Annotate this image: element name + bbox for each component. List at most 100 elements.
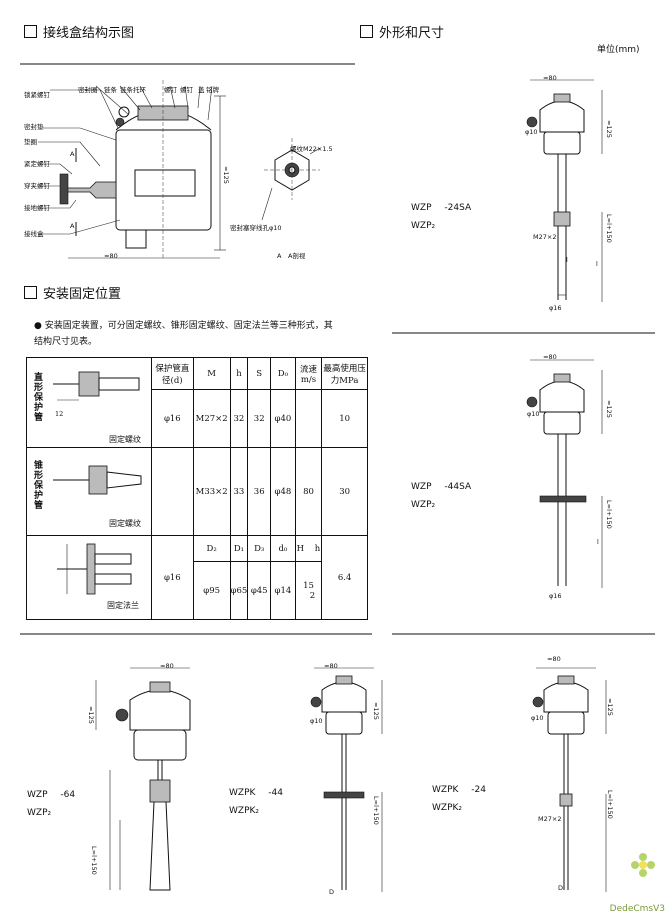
row1-speed xyxy=(294,389,323,448)
model-wzpk44: WZPK -44 WZPK₂ xyxy=(229,788,283,816)
row1-s: 32 xyxy=(247,389,272,448)
flange-h: 2 xyxy=(309,590,316,601)
dim-125-c: ≈125 xyxy=(87,706,95,724)
thermometer-24sa-drawing xyxy=(526,79,603,302)
flange-d0: φ14 xyxy=(270,561,296,620)
header-d0: D₀ xyxy=(270,357,296,390)
dim-phi16-a: φ16 xyxy=(549,304,562,312)
row1-d0: φ40 xyxy=(270,389,296,448)
watermark-logo: DedeCmsV3 xyxy=(609,853,665,914)
header-d0-flange: d₀ xyxy=(270,535,296,562)
model-44sa-suffix: -44SA xyxy=(444,482,472,492)
label-a-bottom: A xyxy=(70,222,75,230)
model-wzpk24-line2: WZPK₂ xyxy=(432,803,463,813)
model-64-line1: WZP xyxy=(27,790,48,800)
install-note: ● 安装固定装置，可分固定螺纹、锥形固定螺纹、固定法兰等三种形式，其结构尺寸见表… xyxy=(34,321,333,347)
row1-d: φ16 xyxy=(150,389,194,448)
model-24sa: WZP -24SA WZP₂ xyxy=(411,203,471,231)
model-64-line2: WZP₂ xyxy=(27,808,52,818)
label-seal-ring: 密封圈 xyxy=(78,86,98,94)
dim-125-a: ≈125 xyxy=(605,120,613,138)
model-64-suffix: -64 xyxy=(60,790,76,800)
model-44sa-line1: WZP xyxy=(411,482,432,492)
thermometer-wzpk44-drawing xyxy=(310,667,383,892)
outline-header: 外形和尺寸 xyxy=(360,22,444,41)
dim-thread: 螺纹M22×1.5 xyxy=(290,145,333,153)
model-24sa-line2: WZP₂ xyxy=(411,221,436,231)
model-44sa-line2: WZP₂ xyxy=(411,500,436,510)
flange-caption: 固定法兰 xyxy=(107,601,139,610)
install-title: 安装固定位置 xyxy=(43,287,122,302)
dim-L-d: L=l+150 xyxy=(372,796,380,825)
label-clamp-screw: 穿夹螺钉 xyxy=(24,182,50,190)
model-wzpk44-line2: WZPK₂ xyxy=(229,806,260,816)
row1-h: 32 xyxy=(229,389,249,448)
checkbox-icon xyxy=(24,25,37,38)
dim-D-d: D xyxy=(329,888,335,896)
dim-phi10-a: φ10 xyxy=(525,128,538,136)
dim-height: ≈125 xyxy=(222,166,230,184)
section-label: A A剖视 xyxy=(277,252,306,260)
straight-fitting-icon xyxy=(53,371,140,401)
header-m: M xyxy=(192,357,231,390)
thermometer-64-drawing xyxy=(95,667,191,891)
dim-80-a: ≈80 xyxy=(543,74,557,82)
label-cover: 盖 xyxy=(198,86,205,94)
row1-caption: 固定螺纹 xyxy=(109,435,141,444)
row2-caption: 固定螺纹 xyxy=(109,519,141,528)
flange-D2: φ95 xyxy=(192,561,231,620)
flange-header-h-cell: H h xyxy=(294,535,323,562)
checkbox-icon xyxy=(24,286,37,299)
cell-straight-tube: 直形保护管 12 固定螺纹 xyxy=(26,357,152,448)
dim-125-e: ≈125 xyxy=(606,698,614,716)
flange-fitting-icon xyxy=(57,543,132,595)
label-junction-box: 接线盒 xyxy=(24,230,44,238)
flange-D3: φ45 xyxy=(247,561,272,620)
dim-m27-e: M27×2 xyxy=(538,815,562,823)
model-wzpk44-suffix: -44 xyxy=(268,788,283,798)
model-64: WZP -64 WZP₂ xyxy=(27,790,75,818)
install-header: 安装固定位置 xyxy=(24,283,121,302)
outline-title: 外形和尺寸 xyxy=(379,26,445,41)
dim-L-a: L=l+150 xyxy=(605,214,613,243)
flange-pressure: 6.4 xyxy=(321,535,368,620)
row2-pressure: 30 xyxy=(321,447,368,536)
row2-h: 33 xyxy=(229,447,249,536)
dim-80-b: ≈80 xyxy=(543,353,557,361)
dim-width: ≈80 xyxy=(104,252,118,260)
label-screw-1: 螺钉 xyxy=(164,86,177,94)
label-screw-2: 螺钉 xyxy=(180,86,193,94)
thermometer-wzpk24-drawing xyxy=(532,667,607,892)
model-44sa: WZP -44SA WZP₂ xyxy=(411,482,471,510)
dim-phi10-b: φ10 xyxy=(527,410,540,418)
checkbox-icon xyxy=(360,25,373,38)
junction-box-title: 接线盒结构示图 xyxy=(43,26,135,41)
junction-box-header: 接线盒结构示图 xyxy=(24,22,134,41)
dim-l-a: l xyxy=(596,260,598,268)
header-d3: D₃ xyxy=(247,535,272,562)
dim-phi10-e: φ10 xyxy=(531,714,544,722)
header-speed: 流速m/s xyxy=(294,357,323,390)
dim-L-b: L=l+150 xyxy=(605,500,613,529)
dim-L-e: L=l+150 xyxy=(606,790,614,819)
header-flange-h: h xyxy=(314,543,321,554)
header-pressure: 最高使用压力MPa xyxy=(321,357,368,390)
model-wzpk24: WZPK -24 WZPK₂ xyxy=(432,785,486,813)
watermark-text: DedeCmsV3 xyxy=(609,904,665,914)
label-set-screw: 紧定螺钉 xyxy=(24,160,50,168)
model-24sa-suffix: -24SA xyxy=(444,203,472,213)
dim-hole: 密封塞穿线孔φ10 xyxy=(230,224,282,232)
model-24sa-line1: WZP xyxy=(411,203,432,213)
row2-d0: φ48 xyxy=(270,447,296,536)
header-s: S xyxy=(247,357,272,390)
header-d2: D₂ xyxy=(192,535,231,562)
header-flange-H: H xyxy=(296,543,305,554)
model-wzpk44-line1: WZPK xyxy=(229,788,256,798)
row1-m: M27×2 xyxy=(192,389,231,448)
label-a-top: A xyxy=(70,150,75,158)
label-chain-ring: 链条托环 xyxy=(120,86,146,94)
row1-dim: 12 xyxy=(55,410,64,418)
dim-125-d: ≈125 xyxy=(372,702,380,720)
dim-phi16-b: φ16 xyxy=(549,592,562,600)
